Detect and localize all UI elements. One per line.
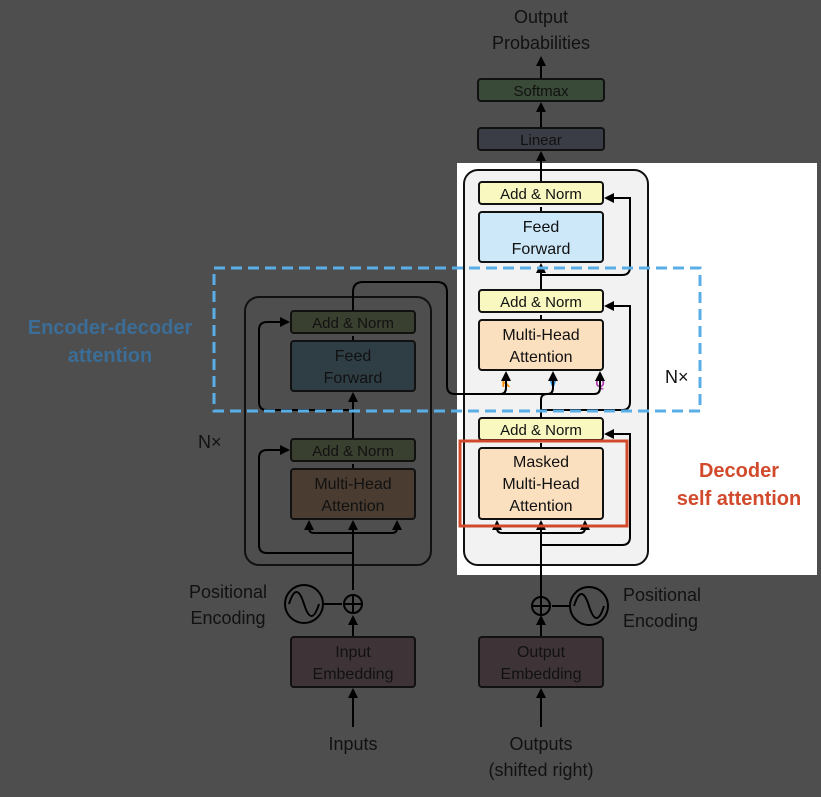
decoder-cross-attention: [478, 319, 604, 371]
encoder-qkv-branch: [304, 520, 402, 534]
decoder-ff-label-line2: Forward: [512, 241, 571, 258]
encoder-layer-frame: [244, 296, 432, 566]
masked-label-line3: Attention: [509, 498, 572, 515]
self-attention-highlight-box: [458, 439, 629, 528]
enc-dec-attention-dashed-box: [212, 266, 702, 413]
encoder-sine-wave-path: [288, 591, 320, 617]
outputs-label-line1: Outputs: [509, 734, 572, 754]
decoder-ff-label-line1: Feed: [523, 219, 559, 236]
decoder-add-norm-3: [478, 181, 604, 205]
decoder-add-norm-2-label: Add & Norm: [500, 294, 582, 311]
query-arrow: [540, 371, 605, 415]
decoder-sine-wave-icon: [569, 586, 609, 626]
enc-dec-annotation-line1: Encoder-decoder: [28, 317, 193, 339]
decoder-cross-attn-label-line1: Multi-Head: [502, 327, 579, 344]
encoder-ff-label-line1: Feed: [335, 348, 371, 365]
output-embedding-block: [478, 636, 604, 688]
encoder-sine-wave-icon: [284, 584, 324, 624]
decoder-residual-1: [541, 429, 631, 546]
input-embed-label-line1: Input: [335, 644, 371, 661]
output-label-line1: Output: [514, 7, 568, 27]
decoder-add-norm-3-label: Add & Norm: [500, 186, 582, 203]
encoder-add-norm-2-label: Add & Norm: [312, 315, 394, 332]
encoder-residual-1: [258, 445, 353, 554]
decoder-feed-forward: [478, 211, 604, 263]
decoder-sine-wave-path: [573, 593, 605, 619]
encoder-feed-forward: [290, 340, 416, 392]
encoder-to-decoder-value: [500, 371, 558, 395]
output-embed-label-line1: Output: [517, 644, 566, 661]
encoder-mha-label-line2: Attention: [321, 498, 384, 515]
masked-label-line1: Masked: [513, 454, 569, 471]
inputs-label: Inputs: [328, 734, 377, 754]
encoder-nx-label: N×: [198, 432, 222, 452]
output-embed-label-line2: Embedding: [501, 666, 582, 683]
self-annotation-line1: Decoder: [699, 460, 779, 482]
encoder-add-norm-1: [290, 438, 416, 462]
self-annotation-line2: self attention: [677, 488, 801, 510]
linear-block: [477, 127, 605, 151]
encoder-mha-label-line1: Multi-Head: [314, 476, 391, 493]
decoder-cross-attn-label-line2: Attention: [509, 349, 572, 366]
input-embedding-block: [290, 636, 416, 688]
decoder-add-norm-1-label: Add & Norm: [500, 422, 582, 439]
encoder-pos-label-line1: Positional: [189, 582, 267, 602]
linear-label: Linear: [520, 132, 562, 149]
masked-qkv-branch: [492, 520, 590, 534]
outputs-label-line2: (shifted right): [488, 760, 593, 780]
enc-dec-annotation-line2: attention: [68, 345, 152, 367]
decoder-nx-label: N×: [665, 367, 689, 387]
encoder-pos-label-line2: Encoding: [190, 608, 265, 628]
softmax-label: Softmax: [513, 83, 569, 100]
encoder-add-icon: [343, 594, 363, 614]
decoder-pos-label-line2: Encoding: [623, 611, 698, 631]
softmax-block: [477, 78, 605, 102]
masked-label-line2: Multi-Head: [502, 476, 579, 493]
encoder-self-attention: [290, 468, 416, 520]
decoder-add-norm-2: [478, 289, 604, 313]
encoder-add-norm-1-label: Add & Norm: [312, 443, 394, 460]
output-label-line2: Probabilities: [492, 33, 590, 53]
input-embed-label-line2: Embedding: [313, 666, 394, 683]
encoder-ff-label-line2: Forward: [324, 370, 383, 387]
decoder-pos-label-line1: Positional: [623, 585, 701, 605]
encoder-residual-2: [258, 317, 353, 411]
decoder-masked-attention: [478, 447, 604, 520]
